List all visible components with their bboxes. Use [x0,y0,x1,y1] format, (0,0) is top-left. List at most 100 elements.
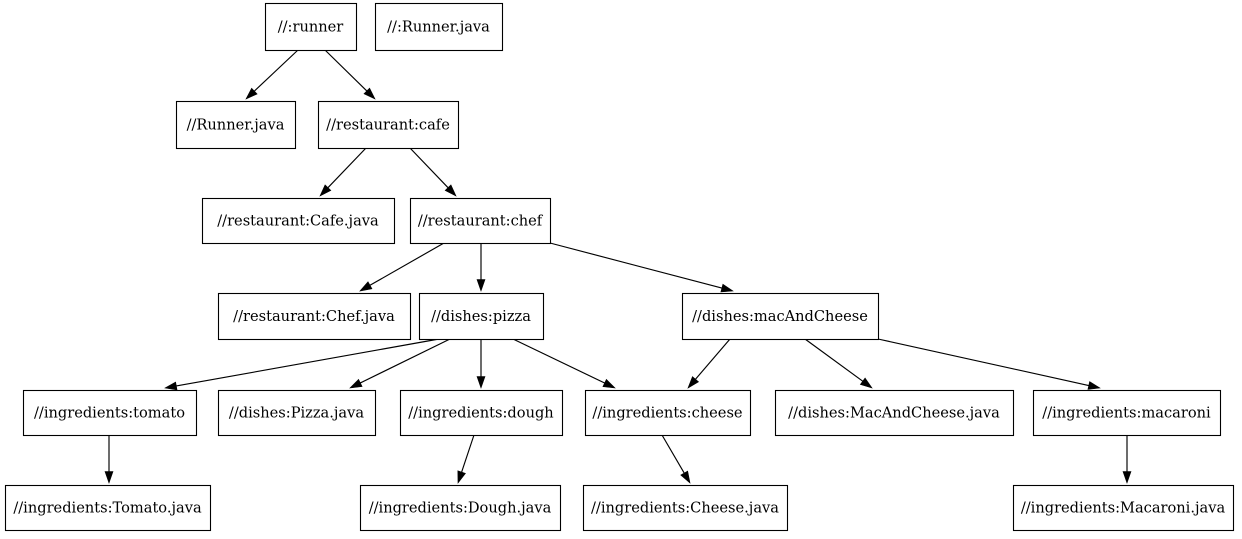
node-box[interactable] [264,2,358,52]
graph-edge [512,338,616,389]
node-box[interactable] [359,484,562,532]
edges-layer [104,49,1132,484]
graph-node-runner_java[interactable]: //Runner.java [175,100,297,150]
edge-arrowhead [859,377,873,389]
node-box[interactable] [217,389,377,437]
graph-node-runner[interactable]: //:runner [264,2,358,52]
graph-node-ing_macaroni[interactable]: //ingredients:macaroni [1032,389,1222,437]
graph-edge [687,338,731,389]
node-label: //restaurant:chef [418,213,544,230]
node-label: //restaurant:Cafe.java [217,213,379,230]
graph-edge [661,434,691,484]
edge-line [327,147,367,189]
node-label: //ingredients:Dough.java [369,500,552,517]
node-label: //ingredients:Cheese.java [591,500,779,517]
graph-node-ing_cheese[interactable]: //ingredients:cheese [584,389,752,437]
graph-node-restaurant_chef_java[interactable]: //restaurant:Chef.java [217,292,412,341]
graph-edge [349,338,451,389]
node-label: //restaurant:cafe [326,117,450,134]
edge-line [877,338,1089,387]
graph-node-dishes_pizza_java[interactable]: //dishes:Pizza.java [217,389,377,437]
edge-line [461,434,475,473]
edge-arrowhead [476,376,486,389]
edge-line [253,49,299,92]
edge-arrowhead [164,381,178,391]
node-box[interactable] [584,389,752,437]
node-box[interactable] [317,100,460,150]
edge-line [804,338,864,382]
graph-node-restaurant_cafe[interactable]: //restaurant:cafe [317,100,460,150]
graph-edge [804,338,873,389]
edge-line [409,147,449,189]
edge-line [176,338,440,387]
node-label: //restaurant:Chef.java [233,308,395,325]
graph-node-runner_java_root[interactable]: //:Runner.java [374,2,504,52]
edge-arrowhead [349,378,363,389]
node-box[interactable] [409,197,552,245]
graph-node-ing_tomato_java[interactable]: //ingredients:Tomato.java [4,484,212,532]
node-box[interactable] [1012,484,1235,532]
node-label: //ingredients:tomato [34,405,185,422]
edge-line [512,338,605,384]
edge-line [369,242,445,286]
edge-line [324,49,368,92]
node-box[interactable] [582,484,789,532]
node-label: //ingredients:cheese [592,405,742,422]
graph-node-restaurant_cafe_java[interactable]: //restaurant:Cafe.java [201,197,396,245]
graph-edge [104,435,114,484]
edge-arrowhead [602,378,616,389]
graph-node-ing_macaroni_java[interactable]: //ingredients:Macaroni.java [1012,484,1235,532]
nodes-layer: //:runner //:Runner.java //Runner.java //re… [4,2,1235,532]
edge-arrowhead [444,184,457,197]
node-label: //dishes:macAndCheese [692,308,868,325]
graph-node-ing_dough[interactable]: //ingredients:dough [399,389,564,437]
node-box[interactable] [399,389,564,437]
graph-edge [324,49,376,100]
edge-line [695,338,731,380]
edge-arrowhead [319,184,332,197]
node-box[interactable] [774,389,1015,437]
graph-node-ing_cheese_java[interactable]: //ingredients:Cheese.java [582,484,789,532]
edge-arrowhead [1087,381,1101,390]
node-box[interactable] [201,197,396,245]
graph-edge [164,338,440,391]
graph-node-ing_tomato[interactable]: //ingredients:tomato [22,389,198,437]
graph-node-dishes_mac_java[interactable]: //dishes:MacAndCheese.java [774,389,1015,437]
node-label: //:Runner.java [387,19,490,36]
graph-node-restaurant_chef[interactable]: //restaurant:chef [409,197,552,245]
edge-arrowhead [359,281,373,292]
node-box[interactable] [418,292,545,341]
graph-edge [457,434,475,484]
edge-line [549,242,723,289]
edge-arrowhead [720,283,734,293]
graph-edge [476,243,486,292]
node-box[interactable] [374,2,504,52]
graph-node-dishes_macandcheese[interactable]: //dishes:macAndCheese [681,292,880,341]
graph-edge [245,49,299,100]
graph-edge [549,242,734,293]
graph-edge [359,242,445,292]
graph-node-ing_dough_java[interactable]: //ingredients:Dough.java [359,484,562,532]
edge-arrowhead [680,470,691,484]
node-label: //dishes:Pizza.java [229,405,364,422]
node-box[interactable] [217,292,412,341]
node-box[interactable] [1032,389,1222,437]
graph-edge [476,339,486,389]
graph-edge [1122,435,1132,484]
edge-arrowhead [476,279,486,292]
node-box[interactable] [175,100,297,150]
graph-node-dishes_pizza[interactable]: //dishes:pizza [418,292,545,341]
node-label: //Runner.java [187,117,285,134]
edge-arrowhead [687,376,700,389]
graph-edge [877,338,1101,390]
graph-edge [319,147,367,197]
edge-arrowhead [363,87,376,100]
node-box[interactable] [681,292,880,341]
edge-arrowhead [1122,471,1132,484]
node-box[interactable] [4,484,212,532]
graph-edge [409,147,457,197]
node-box[interactable] [22,389,198,437]
edge-line [360,338,451,384]
